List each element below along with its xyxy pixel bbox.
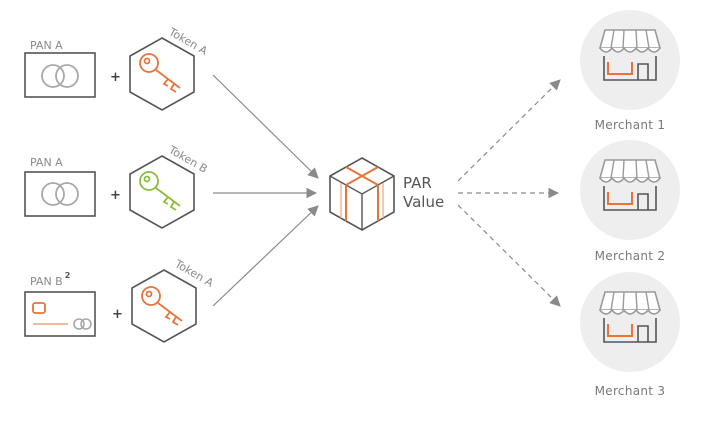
storefront-icon-3 [598, 291, 662, 343]
par-label-line-2: Value [403, 193, 444, 211]
card-icon-row-3 [24, 291, 96, 337]
token-hex-row-3 [131, 269, 197, 343]
merchant-1 [580, 10, 680, 110]
plus-sign-row-2: + [110, 188, 121, 203]
pan-label-row-2: PAN A [30, 156, 63, 169]
plus-sign-row-3: + [112, 307, 123, 322]
merchant-2 [580, 140, 680, 240]
par-label-line-1: PAR [403, 174, 432, 192]
arrow-par-to-merchant-3 [457, 204, 561, 307]
merchant-2-label: Merchant 2 [595, 249, 666, 263]
arrow-par-to-merchant-1 [457, 79, 561, 182]
merchant-2-circle [580, 140, 680, 240]
input-row-1: PAN A + Token A [24, 25, 210, 111]
merchant-3 [580, 272, 680, 372]
pan-label-row-1: PAN A [30, 39, 63, 52]
token-hex-row-2 [129, 155, 195, 229]
key-icon-row-2 [139, 171, 181, 211]
merchant-3-circle [580, 272, 680, 372]
storefront-icon-1 [598, 29, 662, 81]
input-row-2: PAN A + Token B [24, 143, 210, 229]
card-icon-row-2 [24, 171, 96, 217]
merchant-1-circle [580, 10, 680, 110]
plus-sign-row-1: + [110, 70, 121, 85]
token-hex-row-1 [129, 37, 195, 111]
token-label-row-3: Token A [172, 257, 216, 290]
arrow-row-3-to-par [212, 205, 319, 307]
key-icon-row-1 [139, 53, 181, 93]
storefront-icon-2 [598, 159, 662, 211]
arrow-row-1-to-par [212, 74, 319, 179]
card-icon-row-1 [24, 52, 96, 98]
par-box-icon [329, 157, 395, 231]
merchant-3-label: Merchant 3 [595, 384, 666, 398]
key-icon-row-3 [141, 286, 183, 326]
merchant-1-label: Merchant 1 [595, 118, 666, 132]
pan-superscript-row-3: 2 [65, 271, 71, 280]
